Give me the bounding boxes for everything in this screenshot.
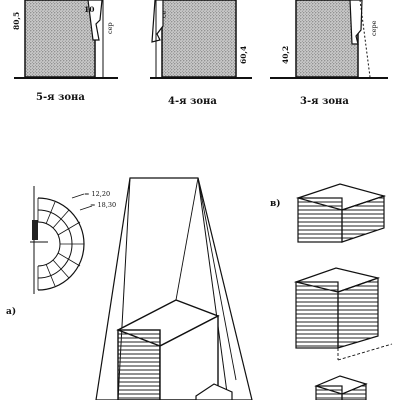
stack-block-2 (293, 267, 393, 361)
zone-5-label: 5-я зона (36, 92, 85, 103)
zone-3-mark-sere: сере (370, 20, 378, 36)
zone-5-mark-10: 10 (84, 5, 94, 14)
zone-3-diagram: 40,2 сере 3-я зона (270, 0, 388, 107)
plan-label-r2: = 18,30 (90, 201, 116, 209)
zone-4-building (161, 0, 237, 78)
plan-label-r1: = 12,20 (84, 190, 110, 198)
zone-3-building (295, 0, 359, 78)
zone-5-building (24, 0, 96, 78)
stack-block-3 (314, 375, 368, 400)
sector-plan-diagram: = 12,20 = 18,30 а) (6, 186, 116, 317)
stack-2-shadow-line (337, 343, 393, 361)
zone-3-label: 3-я зона (300, 96, 349, 107)
zone-4-diagram: се 60,4 4-я зона (150, 0, 252, 107)
zone-5-mark-ser: сер (106, 22, 114, 34)
zone-4-height-label: 60,4 (239, 46, 248, 64)
zone-4-mark-se: се (160, 10, 168, 18)
zone-3-height-label: 40,2 (281, 46, 290, 64)
zone-5-shadow-profile (87, 0, 103, 41)
perspective-edge-1 (197, 177, 229, 400)
zone-5-height-label: 80,5 (12, 12, 21, 30)
perspective-edge-4 (197, 177, 237, 381)
zone-3-shadow-profile (349, 0, 363, 45)
zone-4-label: 4-я зона (168, 96, 217, 107)
stack-block-1 (295, 183, 387, 243)
plan-wall-block (32, 220, 38, 240)
zone-3-sun-ray (359, 0, 371, 78)
plan-leader-1 (71, 193, 85, 199)
plan-leader-2 (79, 205, 93, 211)
zone-5-diagram: 80,5 10 сер 5-я зона (12, 0, 118, 103)
small-block (195, 383, 233, 400)
sector-inner-arc (37, 221, 61, 267)
stacked-blocks-diagram: в) (270, 183, 393, 400)
figure-label-a: а) (6, 306, 16, 317)
building-block-side (159, 314, 219, 400)
perspective-diagram (95, 177, 253, 400)
perspective-edge-3 (175, 177, 199, 301)
perspective-frame (95, 177, 253, 400)
zone-4-shadow-profile (151, 0, 164, 43)
building-block-front (117, 329, 161, 400)
sector-radial-ticks (37, 198, 84, 290)
figure-label-b: в) (270, 198, 281, 209)
